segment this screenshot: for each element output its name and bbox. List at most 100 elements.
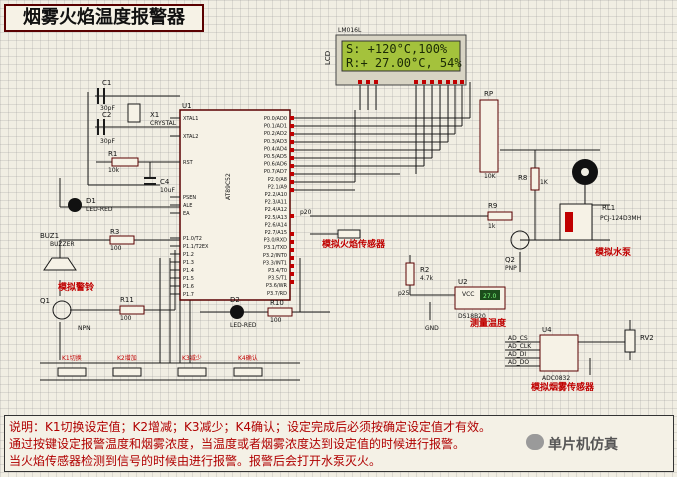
u1-pin-right: P3.7/RD bbox=[267, 291, 287, 297]
r10-resistor bbox=[267, 307, 293, 317]
watermark-text: 单片机仿真 bbox=[548, 437, 618, 453]
u1-pin-right: P2.4/A12 bbox=[265, 207, 287, 213]
u1-pin-right: P0.1/AD1 bbox=[264, 124, 287, 130]
note-line-2: 通过按键设定报警温度和烟雾浓度，当温度或者烟雾浓度达到设定值的时候进行报警。 bbox=[9, 437, 466, 451]
u1-pin-right: P3.2/INT0 bbox=[263, 253, 287, 259]
r10-ref: R10 bbox=[270, 299, 284, 307]
u1-pin-right: P3.1/TXD bbox=[264, 245, 287, 251]
key-k2-label: K2增加 bbox=[117, 354, 137, 362]
flame-sensor-label: 模拟火焰传感器 bbox=[322, 238, 386, 250]
gnd-label: GND bbox=[425, 325, 439, 332]
r11-val: 100 bbox=[120, 315, 132, 322]
key-k3-button[interactable] bbox=[177, 367, 207, 377]
net-ad-do: AD_DO bbox=[508, 359, 529, 366]
u1-pin-right: P2.0/A8 bbox=[268, 177, 287, 183]
u4-ref: U4 bbox=[542, 326, 552, 334]
key-k4-button[interactable] bbox=[233, 367, 263, 377]
u1-pin-left: ALE bbox=[183, 203, 192, 209]
q2-transistor-icon bbox=[510, 230, 530, 250]
u1-pin-left: XTAL1 bbox=[183, 116, 198, 122]
net-ad-clk: AD_CLK bbox=[508, 343, 532, 350]
net-ad-cs: AD_CS bbox=[508, 335, 528, 342]
c4-ref: C4 bbox=[160, 178, 170, 186]
r2-val: 4.7k bbox=[420, 275, 434, 282]
net-p25: p25 bbox=[398, 290, 410, 297]
lcd-line-2: R:+ 27.00°C, 54% bbox=[346, 56, 462, 70]
u1-pin-left: P1.7 bbox=[183, 292, 194, 298]
u1-pin-right: P2.6/A14 bbox=[265, 222, 287, 228]
temp-measure-label: 测量温度 bbox=[470, 317, 507, 329]
key-k2-button[interactable] bbox=[112, 367, 142, 377]
u1-chip bbox=[179, 109, 291, 301]
r9-val: 1k bbox=[488, 223, 496, 230]
net-ad-di: AD_DI bbox=[508, 351, 526, 358]
alarm-sim-label: 模拟警铃 bbox=[58, 281, 95, 293]
adc0832-chip bbox=[539, 334, 579, 372]
u1-pin-left: RST bbox=[183, 160, 194, 166]
rl1-val: PCJ-124D3MH bbox=[600, 215, 641, 222]
note-line-3: 当火焰传感器检测到信号的时候由进行报警。报警后会打开水泵灭火。 bbox=[9, 454, 382, 468]
smoke-sensor-label: 模拟烟雾传感器 bbox=[531, 381, 595, 393]
wechat-icon bbox=[526, 434, 544, 450]
u1-pin-right: P0.2/AD2 bbox=[264, 131, 287, 137]
r11-ref: R11 bbox=[120, 296, 134, 304]
rv2-potentiometer[interactable] bbox=[624, 329, 636, 353]
rp-val: 10K bbox=[484, 173, 497, 180]
u1-pin-left: P1.0/T2 bbox=[183, 236, 202, 242]
u1-pin-right: P2.1/A9 bbox=[268, 184, 287, 190]
u1-pin-right: P0.5/AD5 bbox=[264, 154, 287, 160]
r8-ref: R8 bbox=[518, 174, 527, 182]
r2-ref: R2 bbox=[420, 266, 429, 274]
d2-ref: D2 bbox=[230, 296, 240, 304]
u1-pin-right: P0.6/AD6 bbox=[264, 162, 287, 168]
rv2-ref: RV2 bbox=[640, 334, 654, 342]
u4-val: ADC0832 bbox=[542, 375, 570, 382]
key-k1-button[interactable] bbox=[57, 367, 87, 377]
d2-val: LED-RED bbox=[230, 322, 257, 329]
lcd-line-1: S: +120°C,100% bbox=[346, 42, 448, 56]
ds18b20-display bbox=[480, 290, 500, 300]
u1-pin-left: P1.5 bbox=[183, 276, 194, 282]
c2-val: 30pF bbox=[100, 138, 115, 145]
buzzer-icon bbox=[43, 257, 77, 271]
u1-pin-left: P1.2 bbox=[183, 252, 194, 258]
key-k1-label: K1切换 bbox=[62, 354, 82, 362]
u2-ref: U2 bbox=[458, 278, 468, 286]
c1-val: 30pF bbox=[100, 105, 115, 112]
r3-resistor bbox=[109, 235, 135, 245]
r1-val: 10k bbox=[108, 167, 120, 174]
u1-pin-left: P1.1/T2EX bbox=[183, 244, 209, 250]
d2-led bbox=[230, 305, 244, 319]
lcd-model: LM016L bbox=[338, 27, 362, 34]
u1-pin-left: PSEN bbox=[183, 195, 196, 201]
r1-ref: R1 bbox=[108, 150, 117, 158]
q2-ref: Q2 bbox=[505, 256, 515, 264]
u2-val: DS18B20 bbox=[458, 313, 486, 320]
c4-val: 10uF bbox=[160, 187, 175, 194]
r3-val: 100 bbox=[110, 245, 122, 252]
relay-coil-icon bbox=[565, 212, 573, 232]
water-pump-label: 模拟水泵 bbox=[595, 246, 632, 258]
buz1-ref: BUZ1 bbox=[40, 232, 59, 240]
schematic-title: 烟雾火焰温度报警器 bbox=[4, 4, 204, 32]
rp-resistor-pack bbox=[479, 99, 499, 173]
q2-val: PNP bbox=[505, 265, 517, 272]
description-note: 说明：K1切换设定值；K2增减；K3减少；K4确认；设定完成后必须按确定设定值才… bbox=[4, 415, 674, 472]
u1-pin-left: EA bbox=[183, 211, 190, 217]
u1-pin-left: P1.4 bbox=[183, 268, 194, 274]
u1-pin-right: P3.3/INT1 bbox=[263, 260, 287, 266]
u1-pin-right: P0.3/AD3 bbox=[264, 139, 287, 145]
rp-ref: RP bbox=[484, 90, 493, 98]
u1-ref: U1 bbox=[182, 102, 192, 110]
r9-resistor bbox=[487, 211, 513, 221]
buz1-val: BUZZER bbox=[50, 241, 75, 248]
u1-pin-right: P2.7/A15 bbox=[265, 230, 287, 236]
u1-pin-left: XTAL2 bbox=[183, 134, 198, 140]
r9-ref: R9 bbox=[488, 202, 497, 210]
q1-transistor-icon bbox=[52, 300, 72, 320]
c1-ref: C1 bbox=[102, 79, 111, 87]
flame-sensor-switch[interactable] bbox=[337, 229, 361, 239]
